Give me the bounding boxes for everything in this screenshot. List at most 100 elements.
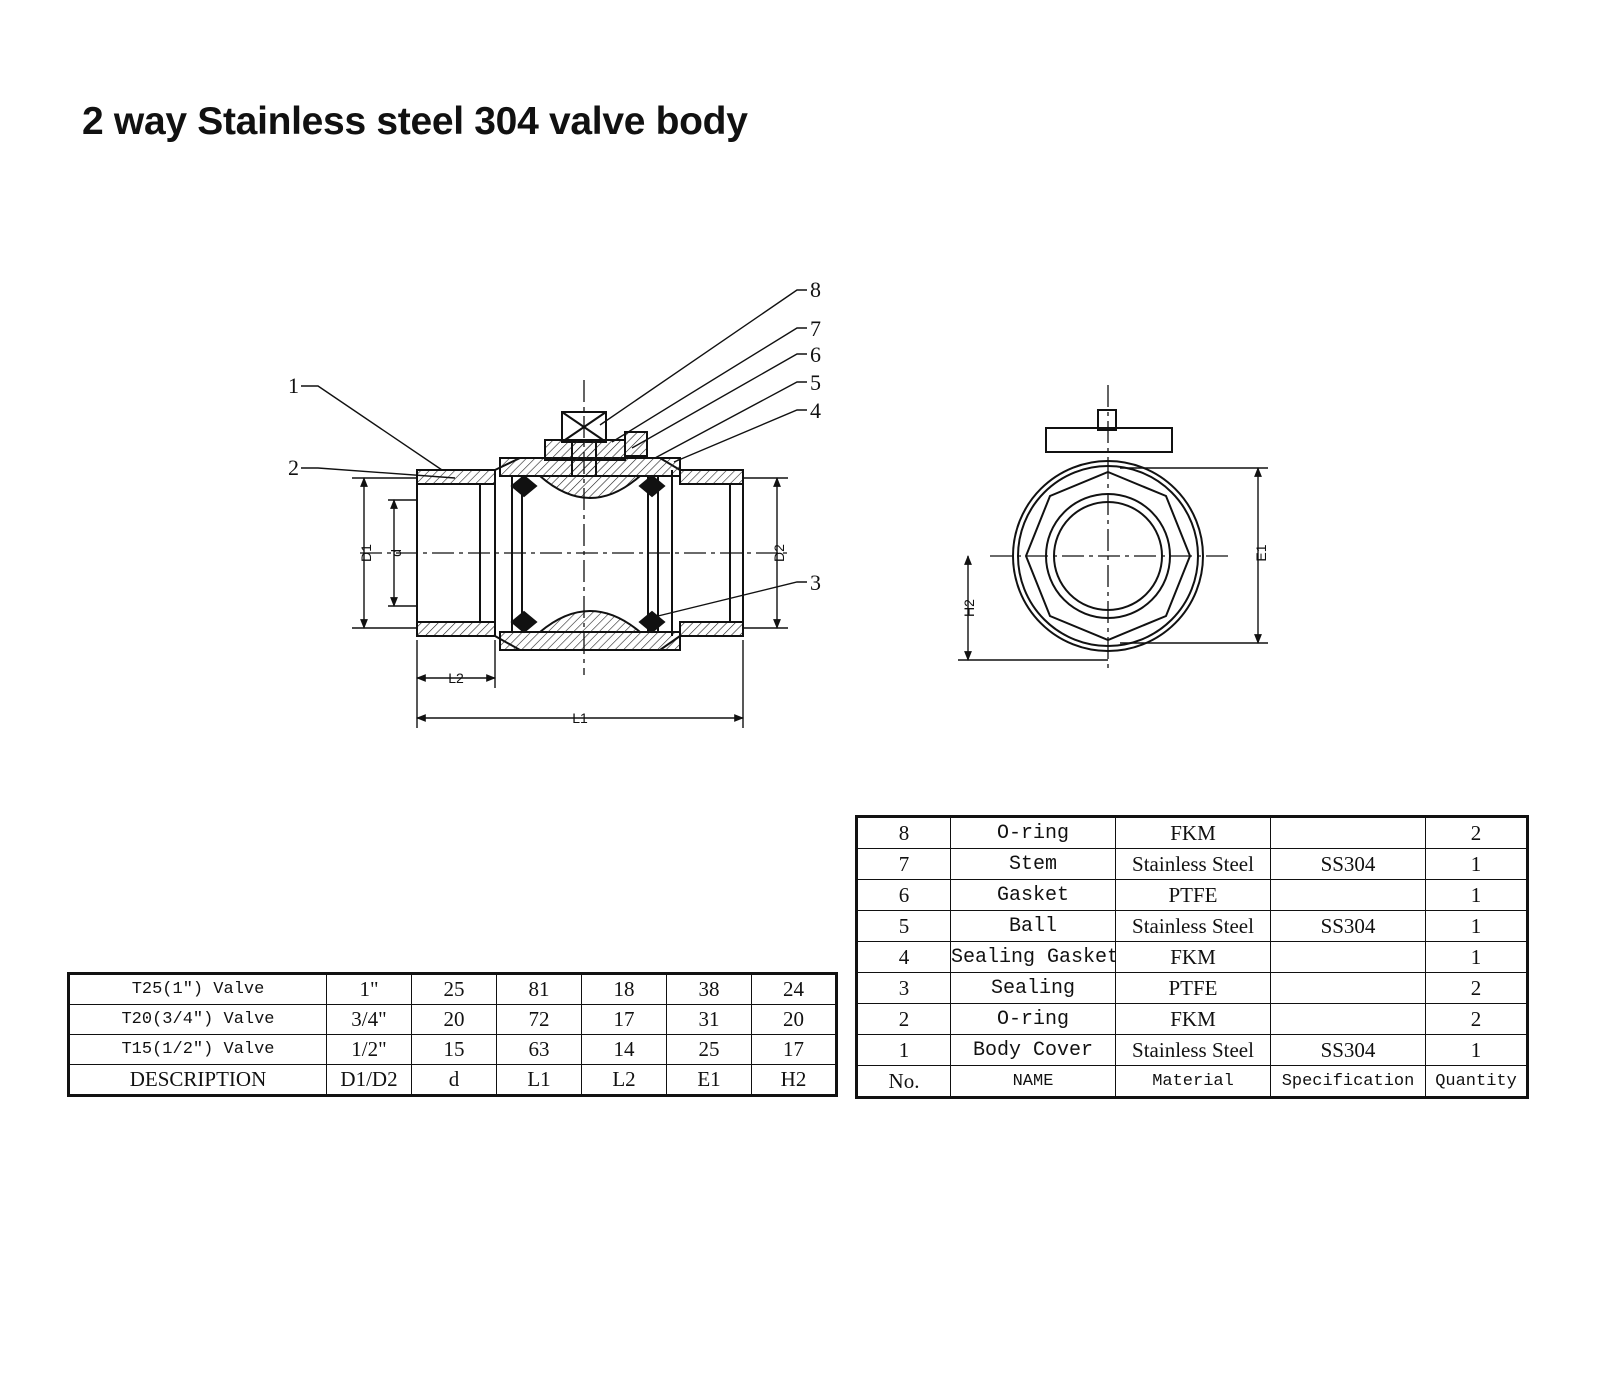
dim-label-H2: H2 [961, 599, 977, 617]
dim-label-D2: D2 [771, 544, 787, 562]
callout-leaders [301, 289, 807, 617]
callout-3: 3 [810, 570, 821, 595]
callout-1: 1 [288, 373, 299, 398]
part-cell [1270, 1003, 1426, 1035]
part-cell: Sealing [950, 972, 1116, 1004]
callout-6: 6 [810, 342, 821, 367]
header-cell: Quantity [1425, 1065, 1528, 1098]
part-cell: 2 [1425, 816, 1528, 849]
part-cell: PTFE [1115, 879, 1271, 911]
dim-cell: 15 [411, 1034, 497, 1065]
dim-label-D1: D1 [358, 544, 374, 562]
part-cell: SS304 [1270, 848, 1426, 880]
header-cell: D1/D2 [326, 1064, 412, 1096]
part-cell: O-ring [950, 816, 1116, 849]
dim-cell: 24 [751, 973, 837, 1005]
part-cell: Sealing Gasket [950, 941, 1116, 973]
part-cell: 2 [1425, 1003, 1528, 1035]
table-row: T20(3/4") Valve 3/4" 20 72 17 31 20 [68, 1004, 837, 1035]
header-cell: L2 [581, 1064, 667, 1096]
callout-5: 5 [810, 370, 821, 395]
part-cell: 1 [1425, 1034, 1528, 1066]
dim-cell: 20 [411, 1004, 497, 1035]
part-cell [1270, 816, 1426, 849]
part-cell: 1 [1425, 848, 1528, 880]
part-cell: 4 [856, 941, 951, 973]
header-cell: E1 [666, 1064, 752, 1096]
dim-cell: 18 [581, 973, 667, 1005]
part-cell [1270, 941, 1426, 973]
dim-label-E1: E1 [1253, 544, 1269, 561]
dim-cell: T25(1") Valve [68, 973, 327, 1005]
part-cell: 5 [856, 910, 951, 942]
part-cell: FKM [1115, 941, 1271, 973]
part-cell: Ball [950, 910, 1116, 942]
part-cell: 3 [856, 972, 951, 1004]
valve-drawing: 1 2 3 4 5 6 7 8 D1 d D2 L2 L1 E1 H2 [288, 277, 1269, 728]
part-cell: 2 [1425, 972, 1528, 1004]
part-cell [1270, 879, 1426, 911]
dim-label-L1: L1 [572, 710, 588, 726]
part-cell: SS304 [1270, 1034, 1426, 1066]
dim-cell: T15(1/2") Valve [68, 1034, 327, 1065]
part-cell: PTFE [1115, 972, 1271, 1004]
dim-cell: 63 [496, 1034, 582, 1065]
header-cell: No. [856, 1065, 951, 1098]
table-row: T25(1") Valve 1" 25 81 18 38 24 [68, 973, 837, 1005]
part-cell: Gasket [950, 879, 1116, 911]
part-cell: SS304 [1270, 910, 1426, 942]
callout-2: 2 [288, 455, 299, 480]
part-cell: Body Cover [950, 1034, 1116, 1066]
dim-cell: 1/2" [326, 1034, 412, 1065]
callout-7: 7 [810, 316, 821, 341]
part-cell: Stem [950, 848, 1116, 880]
part-cell: FKM [1115, 1003, 1271, 1035]
callout-4: 4 [810, 398, 821, 423]
header-cell: d [411, 1064, 497, 1096]
header-cell: NAME [950, 1065, 1116, 1098]
part-cell: 6 [856, 879, 951, 911]
page-title: 2 way Stainless steel 304 valve body [82, 100, 748, 143]
dim-cell: 31 [666, 1004, 752, 1035]
part-cell: 1 [856, 1034, 951, 1066]
dim-cell: T20(3/4") Valve [68, 1004, 327, 1035]
front-view [990, 385, 1232, 672]
dim-cell: 1" [326, 973, 412, 1005]
dim-cell: 72 [496, 1004, 582, 1035]
table-row: T15(1/2") Valve 1/2" 15 63 14 25 17 [68, 1034, 837, 1065]
dim-cell: 38 [666, 973, 752, 1005]
header-cell: L1 [496, 1064, 582, 1096]
dimension-table: T25(1") Valve 1" 25 81 18 38 24 T20(3/4"… [67, 972, 838, 1097]
part-cell: FKM [1115, 816, 1271, 849]
side-dimension-lines [352, 477, 788, 728]
header-cell: Specification [1270, 1065, 1426, 1098]
callout-8: 8 [810, 277, 821, 302]
part-cell: 1 [1425, 879, 1528, 911]
dim-cell: 14 [581, 1034, 667, 1065]
dim-cell: 17 [581, 1004, 667, 1035]
dim-label-d: d [388, 549, 404, 557]
part-cell: O-ring [950, 1003, 1116, 1035]
side-section-view [360, 380, 790, 675]
dim-cell: 25 [411, 973, 497, 1005]
header-cell: DESCRIPTION [68, 1064, 327, 1096]
dim-cell: 20 [751, 1004, 837, 1035]
table-header-row: DESCRIPTION D1/D2 d L1 L2 E1 H2 [68, 1064, 837, 1096]
dim-cell: 17 [751, 1034, 837, 1065]
part-cell: Stainless Steel [1115, 910, 1271, 942]
dim-cell: 81 [496, 973, 582, 1005]
dim-cell: 3/4" [326, 1004, 412, 1035]
part-cell: 7 [856, 848, 951, 880]
part-cell [1270, 972, 1426, 1004]
part-cell: 8 [856, 816, 951, 849]
dim-cell: 25 [666, 1034, 752, 1065]
